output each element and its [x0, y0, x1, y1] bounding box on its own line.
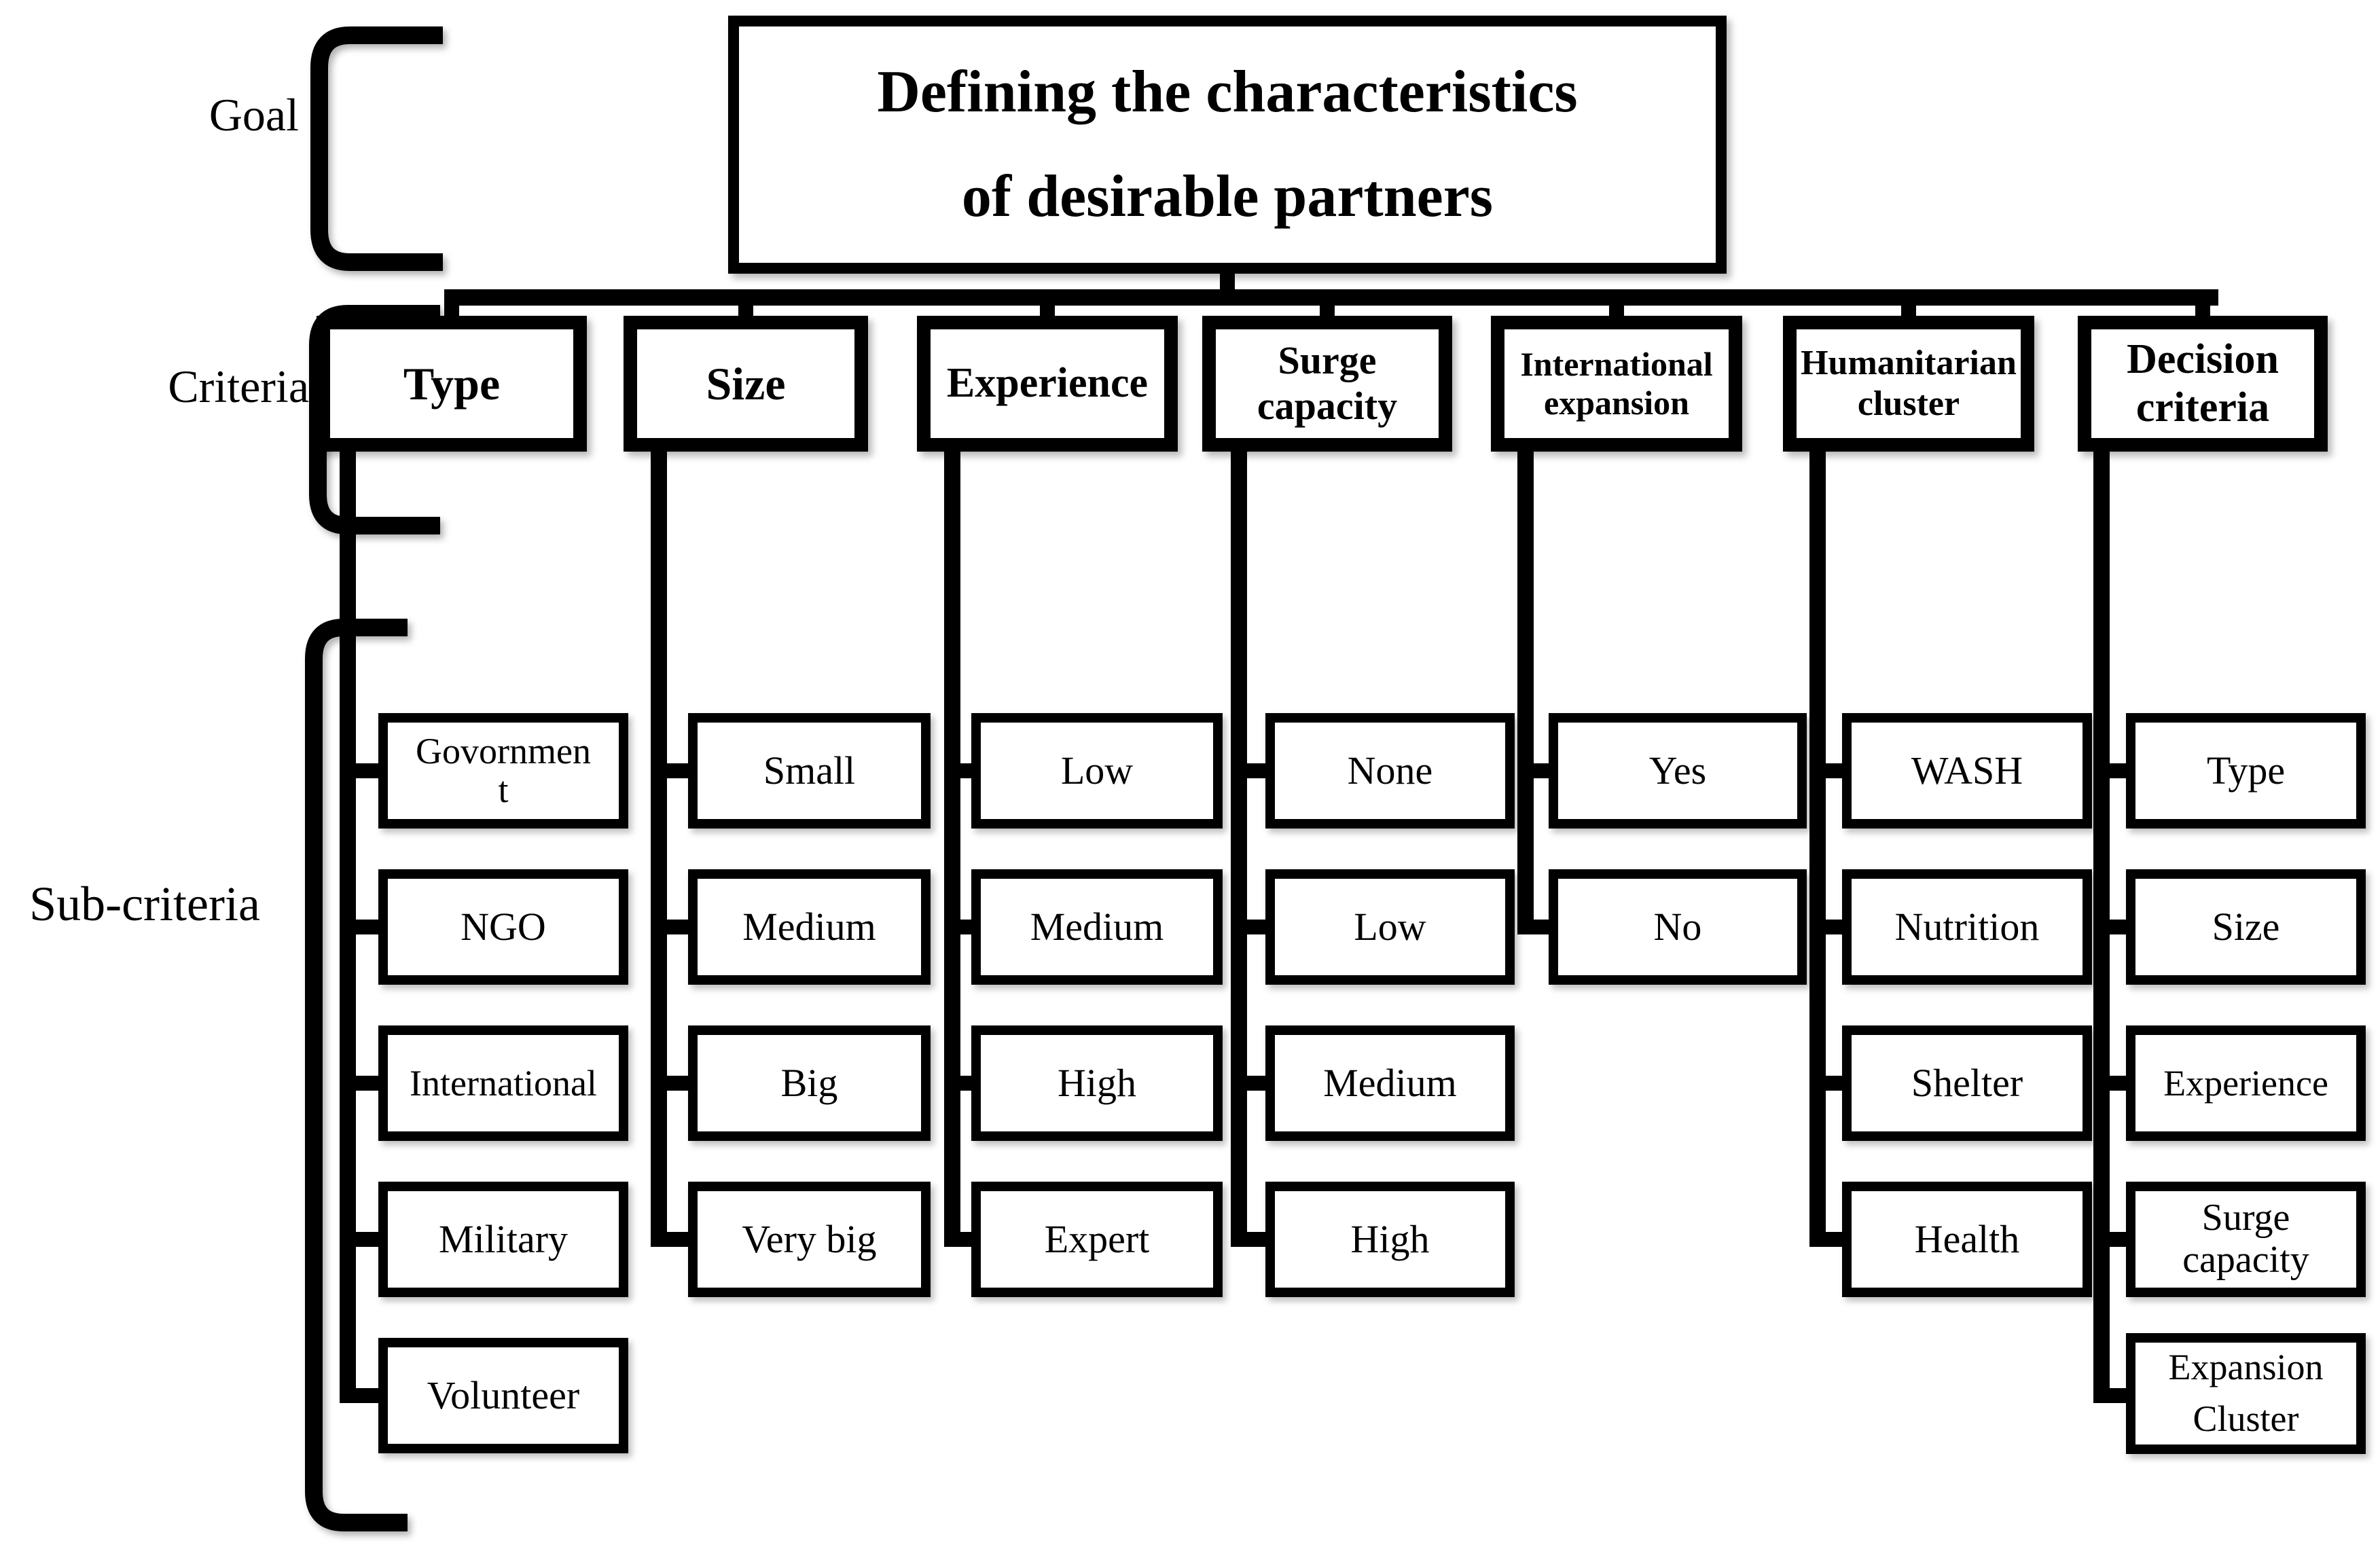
criteria-level-label: Criteria [168, 361, 309, 412]
stub [944, 763, 971, 778]
stub [651, 920, 688, 934]
stub [651, 1232, 688, 1247]
sub-box-medium-surge: Medium [1265, 1025, 1515, 1141]
sub-box-yes: Yes [1549, 713, 1807, 829]
stub [1809, 1076, 1842, 1091]
sub-box-health: Health [1842, 1182, 2092, 1297]
trunk-international [1517, 445, 1534, 932]
stub [1809, 763, 1842, 778]
sub-box-volunteer: Volunteer [378, 1338, 628, 1453]
sub-box-type-decision: Type [2126, 713, 2366, 829]
stub [1809, 1232, 1842, 1247]
stub [651, 763, 688, 778]
criteria-box-international-expansion: International expansion [1491, 316, 1742, 452]
sub-box-size-decision: Size [2126, 869, 2366, 985]
sub-box-nutrition: Nutrition [1842, 869, 2092, 985]
stub [1231, 1232, 1265, 1247]
stub [944, 920, 971, 934]
stub [1809, 920, 1842, 934]
sub-box-shelter: Shelter [1842, 1025, 2092, 1141]
sub-box-low-experience: Low [971, 713, 1223, 829]
sub-box-high-surge: High [1265, 1182, 1515, 1297]
sub-box-experience-decision: Experience [2126, 1025, 2366, 1141]
criteria-box-size: Size [624, 316, 868, 452]
stub [1517, 763, 1549, 778]
sub-box-no: No [1549, 869, 1807, 985]
stub [340, 1232, 378, 1247]
goal-connector-stub [1220, 271, 1235, 292]
goal-bracket [310, 26, 443, 271]
criteria-box-type: Type [317, 316, 587, 452]
sub-box-wash: WASH [1842, 713, 2092, 829]
stub [2093, 1388, 2126, 1403]
stub [340, 1388, 378, 1403]
sub-box-expansion-cluster: Expansion Cluster [2126, 1333, 2366, 1454]
goal-level-label: Goal [209, 89, 299, 141]
sub-box-expert: Expert [971, 1182, 1223, 1297]
sub-box-medium-size: Medium [688, 869, 931, 985]
stub [2093, 920, 2126, 934]
stub [340, 1076, 378, 1091]
sub-box-low-surge: Low [1265, 869, 1515, 985]
trunk-surge [1231, 445, 1247, 1244]
sub-box-ngo: NGO [378, 869, 628, 985]
sub-box-high-experience: High [971, 1025, 1223, 1141]
stub [1231, 763, 1265, 778]
sub-box-surge-capacity-decision: Surge capacity [2126, 1182, 2366, 1297]
sub-box-small: Small [688, 713, 931, 829]
subcriteria-level-label: Sub-criteria [29, 877, 260, 931]
goal-box: Defining the characteristics of desirabl… [728, 16, 1727, 274]
stub [2093, 1232, 2126, 1247]
sub-box-none: None [1265, 713, 1515, 829]
sub-box-international: International [378, 1025, 628, 1141]
stub [2093, 1076, 2126, 1091]
sub-box-govornment: Govornmen t [378, 713, 628, 829]
criteria-box-surge-capacity: Surge capacity [1202, 316, 1452, 452]
stub [2093, 763, 2126, 778]
sub-box-very-big: Very big [688, 1182, 931, 1297]
trunk-humanitarian [1809, 445, 1826, 1244]
stub [1517, 920, 1549, 934]
criteria-box-decision-criteria: Decision criteria [2078, 316, 2328, 452]
sub-box-big: Big [688, 1025, 931, 1141]
stub [651, 1076, 688, 1091]
criteria-box-humanitarian-cluster: Humanitarian cluster [1783, 316, 2034, 452]
trunk-experience [944, 445, 960, 1244]
criteria-box-experience: Experience [917, 316, 1178, 452]
trunk-size [651, 445, 667, 1244]
stub [1231, 1076, 1265, 1091]
stub [944, 1076, 971, 1091]
stub [944, 1232, 971, 1247]
stub [340, 763, 378, 778]
stub [1231, 920, 1265, 934]
sub-box-military: Military [378, 1182, 628, 1297]
stub [340, 920, 378, 934]
sub-box-medium-experience: Medium [971, 869, 1223, 985]
